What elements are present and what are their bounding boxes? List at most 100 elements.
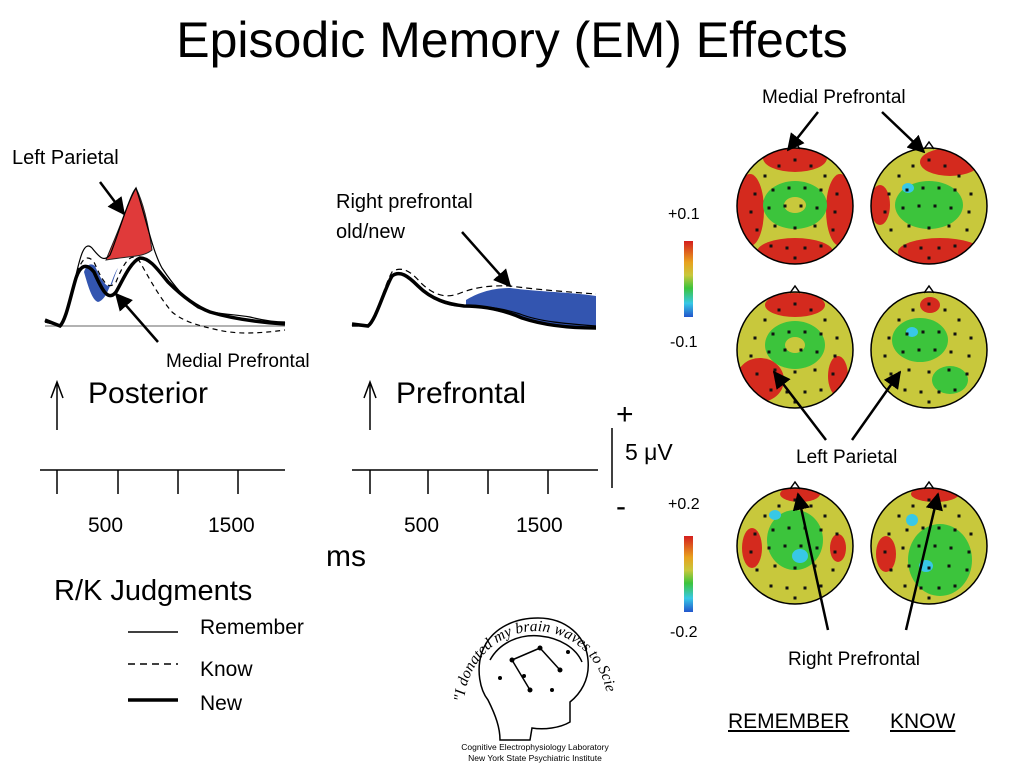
prefrontal-label: Prefrontal [396, 377, 527, 410]
left-parietal-arrow-remember [772, 370, 827, 441]
label-old-new: old/new [336, 221, 405, 243]
scale1-max: +0.1 [668, 206, 700, 223]
electrode-dot [785, 586, 789, 590]
electrode-dot [799, 348, 803, 352]
electrode-dot [911, 308, 915, 312]
electrode-dot [911, 164, 915, 168]
electrode-dot [921, 330, 925, 334]
electrode-dot [965, 372, 969, 376]
electrode-dot [943, 504, 947, 508]
electrode-dot [953, 188, 957, 192]
logo-electrodes [498, 645, 570, 693]
electrode-dot [933, 348, 937, 352]
electrode-dot [943, 164, 947, 168]
electrode-dot [889, 228, 893, 232]
electrode-dot [911, 504, 915, 508]
electrode-dot [953, 528, 957, 532]
electrode-dot [823, 514, 827, 518]
electrode-dot [933, 204, 937, 208]
electrode-dot [901, 546, 905, 550]
electrode-dot [777, 308, 781, 312]
electrode-dot [953, 584, 957, 588]
electrode-dot [819, 388, 823, 392]
electrode-dot [919, 390, 923, 394]
electrode-dot [787, 526, 791, 530]
left-parietal-arrow-know [850, 370, 902, 441]
electrode-dot [917, 348, 921, 352]
electrode-dot [815, 206, 819, 210]
electrode-dot [769, 388, 773, 392]
electrode-dot [819, 584, 823, 588]
electrode-dot [953, 388, 957, 392]
electrode-dot [749, 550, 753, 554]
electrode-dot [755, 228, 759, 232]
logo-credit-line2: New York State Psychiatric Institute [468, 753, 602, 763]
electrode-dot [921, 526, 925, 530]
electrode-dot [903, 388, 907, 392]
prefrontal-blue-effect [466, 288, 596, 328]
electrode-dot [749, 354, 753, 358]
electrode-dot [969, 532, 973, 536]
electrode-dot [897, 174, 901, 178]
legend-remember-label: Remember [200, 616, 304, 639]
electrode-dot [927, 302, 931, 306]
electrode-dot [937, 186, 941, 190]
electrode-dot [883, 550, 887, 554]
electrode-dot [953, 244, 957, 248]
electrode-dot [927, 566, 931, 570]
electrode-dot [883, 354, 887, 358]
axis-unit-ms: ms [326, 540, 366, 573]
medial-prefrontal-arrow [114, 292, 159, 343]
electrode-dot [819, 188, 823, 192]
electrode-dot [901, 350, 905, 354]
electrode-dot [949, 546, 953, 550]
column-know: KNOW [890, 710, 956, 733]
electrode-dot [937, 526, 941, 530]
electrode-dot [905, 332, 909, 336]
voltage-plus: + [616, 398, 634, 431]
electrode-dot [793, 498, 797, 502]
electrode-dot [927, 498, 931, 502]
electrode-dot [957, 174, 961, 178]
electrode-dot [947, 564, 951, 568]
electrode-dot [793, 158, 797, 162]
electrode-dot [949, 206, 953, 210]
electrode-dot [819, 244, 823, 248]
electrode-dot [927, 596, 931, 600]
electrode-dot [937, 586, 941, 590]
electrode-dot [833, 210, 837, 214]
medial-prefrontal-arrow-remember [786, 111, 819, 152]
electrode-dot [755, 372, 759, 376]
electrode-dot [835, 532, 839, 536]
right-prefrontal-arrow-remember [792, 492, 830, 631]
right-prefrontal-arrow-know [904, 492, 943, 631]
electrode-dot [773, 564, 777, 568]
electrode-dot [905, 528, 909, 532]
posterior-tick-500: 500 [88, 514, 124, 537]
prefrontal-know-wave [352, 268, 597, 327]
electrode-dot [771, 188, 775, 192]
electrode-dot [767, 350, 771, 354]
electrode-dot [793, 256, 797, 260]
right-prefrontal-arrow [461, 231, 512, 288]
voltage-minus: - [616, 490, 626, 523]
medial-prefrontal-arrow-know [881, 111, 926, 154]
electrode-dot [831, 568, 835, 572]
electrode-dot [769, 584, 773, 588]
electrode-dot [813, 224, 817, 228]
electrode-dot [833, 354, 837, 358]
posterior-axis [40, 379, 285, 494]
posterior-remember-wave [44, 186, 286, 327]
electrode-dot [799, 544, 803, 548]
electrode-dot [763, 514, 767, 518]
electrode-dot [803, 186, 807, 190]
electrode-dot [831, 372, 835, 376]
electrode-dot [771, 332, 775, 336]
label-right-prefrontal-bottom: Right Prefrontal [788, 649, 921, 670]
electrode-dot [819, 332, 823, 336]
electrode-dot [897, 514, 901, 518]
electrode-dot [943, 308, 947, 312]
electrode-dot [819, 528, 823, 532]
electrode-dot [823, 318, 827, 322]
electrode-dot [957, 318, 961, 322]
